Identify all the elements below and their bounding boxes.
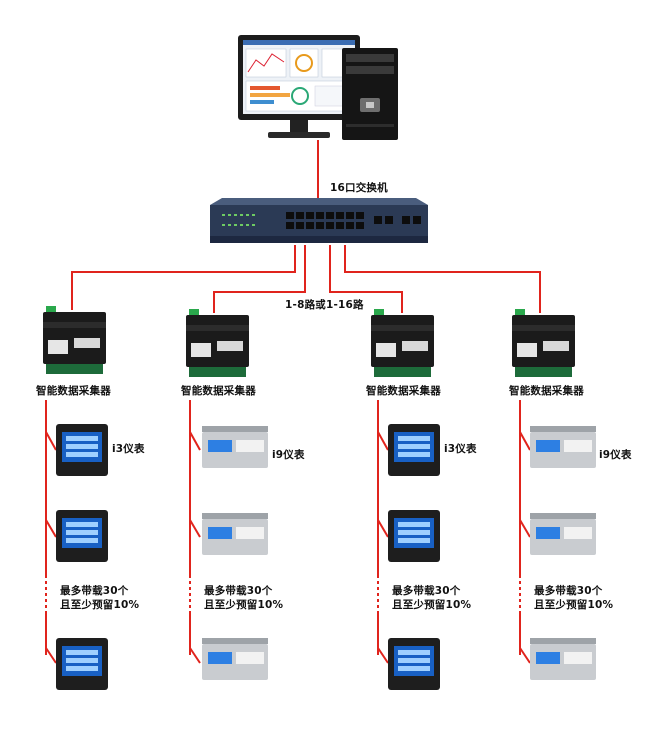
meter-label-4: i9仪表 <box>599 449 632 461</box>
wire-collector-1 <box>71 245 296 310</box>
collector-device-3 <box>371 309 434 377</box>
collector-label-2: 智能数据采集器 <box>181 385 256 397</box>
capacity-note-3: 最多带载30个 且至少预留10% <box>392 585 472 611</box>
network-switch-icon <box>210 198 428 243</box>
tap-3a <box>377 431 389 451</box>
i9-meter-icon <box>202 638 268 680</box>
i3-meter-icon <box>388 510 440 562</box>
tap-4c <box>519 647 531 664</box>
computer-tower-icon <box>342 48 398 140</box>
tap-1a <box>45 431 57 451</box>
tap-2c <box>189 647 201 664</box>
i3-meter-icon <box>388 424 440 476</box>
i9-meter-icon <box>530 513 596 555</box>
tap-3b <box>377 519 389 538</box>
i9-meter-icon <box>202 426 268 468</box>
computer-monitor-icon <box>238 35 360 138</box>
wire-collector-3 <box>329 245 403 313</box>
switch-label: 16口交换机 <box>330 182 388 194</box>
collector-device-2 <box>186 309 249 377</box>
capacity-note-4: 最多带载30个 且至少预留10% <box>534 585 614 611</box>
collector-device-1 <box>43 306 106 374</box>
tap-3c <box>377 647 389 664</box>
i3-meter-icon <box>56 424 108 476</box>
wire-lines <box>45 140 541 664</box>
tap-2a <box>189 431 201 451</box>
i9-meter-icon <box>202 513 268 555</box>
wire-collector-2 <box>213 245 306 313</box>
i9-meter-icon <box>530 426 596 468</box>
meter-label-1: i3仪表 <box>112 443 145 455</box>
link-range-label: 1-8路或1-16路 <box>285 299 364 311</box>
i3-meter-icon <box>388 638 440 690</box>
collector-device-4 <box>512 309 575 377</box>
i3-meter-icon <box>56 510 108 562</box>
tap-2b <box>189 519 201 538</box>
tap-1b <box>45 519 57 538</box>
capacity-note-2: 最多带载30个 且至少预留10% <box>204 585 284 611</box>
tap-4b <box>519 519 531 538</box>
i3-meter-icon <box>56 638 108 690</box>
collector-label-1: 智能数据采集器 <box>36 385 111 397</box>
collector-label-4: 智能数据采集器 <box>509 385 584 397</box>
collector-label-3: 智能数据采集器 <box>366 385 441 397</box>
meter-label-3: i3仪表 <box>444 443 477 455</box>
i9-meter-icon <box>530 638 596 680</box>
meter-label-2: i9仪表 <box>272 449 305 461</box>
dashed-bus-segments <box>45 575 521 613</box>
capacity-note-1: 最多带载30个 且至少预留10% <box>60 585 140 611</box>
tap-4a <box>519 431 531 451</box>
tap-1c <box>45 647 57 664</box>
wire-collector-4 <box>344 245 541 313</box>
